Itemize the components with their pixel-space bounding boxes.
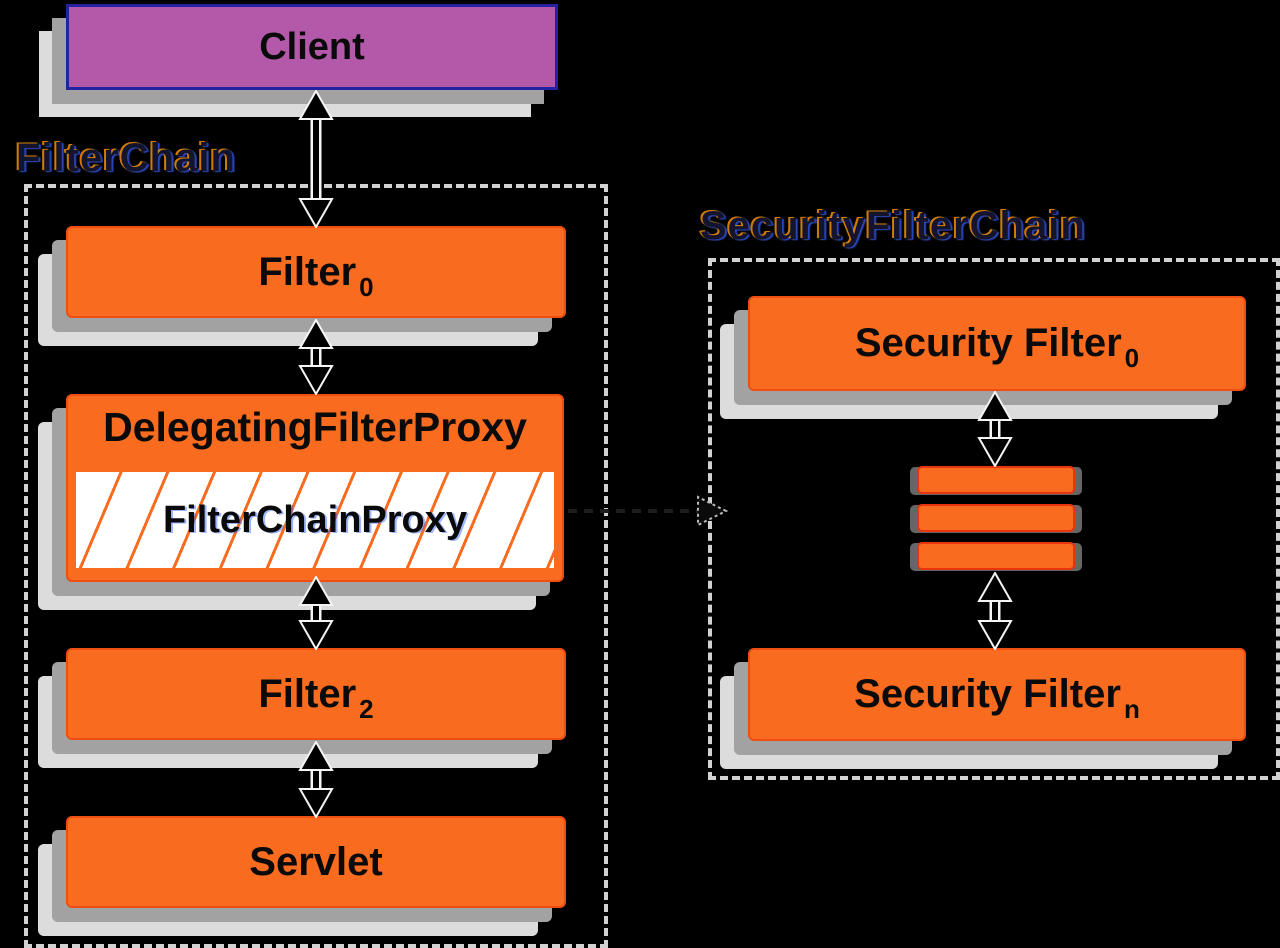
bidirectional-arrow-icon	[294, 88, 338, 230]
filter-chain-proxy-box: FilterChainProxy	[76, 472, 554, 568]
bidirectional-arrow-icon	[294, 574, 338, 652]
bidirectional-arrow-icon	[294, 739, 338, 820]
bidirectional-arrow-icon	[973, 570, 1017, 652]
filter0-subscript: 0	[359, 271, 374, 302]
delegating-filter-proxy-box: DelegatingFilterProxy FilterChainProxy	[66, 394, 564, 582]
client-label: Client	[259, 25, 365, 68]
filter0-label: Filter	[258, 249, 357, 294]
bidirectional-arrow-icon	[973, 389, 1017, 469]
filter2-subscript: 2	[359, 693, 374, 724]
security-filter0-label: Security Filter	[854, 321, 1122, 365]
servlet-label: Servlet	[249, 839, 383, 884]
filter-ellipsis-bar	[917, 504, 1075, 532]
security-filtern-label: Security Filter	[854, 672, 1121, 716]
security-filter0-subscript: 0	[1124, 343, 1140, 373]
security-filtern-subscript: n	[1123, 694, 1140, 724]
filter-ellipsis-bar	[917, 542, 1075, 570]
filterchain-title: FilterChain	[16, 136, 236, 180]
securityfilterchain-title: SecurityFilterChain	[700, 204, 1086, 248]
filter2-label: Filter	[258, 671, 357, 716]
delegating-filter-proxy-label: DelegatingFilterProxy	[103, 404, 527, 450]
servlet-box: Servlet	[66, 816, 566, 908]
client-box: Client	[66, 4, 558, 90]
filter-chain-proxy-label: FilterChainProxy	[162, 498, 468, 541]
bidirectional-arrow-icon	[294, 317, 338, 397]
delegates-arrow-icon	[566, 491, 734, 531]
filter-ellipsis-bar	[917, 466, 1075, 494]
